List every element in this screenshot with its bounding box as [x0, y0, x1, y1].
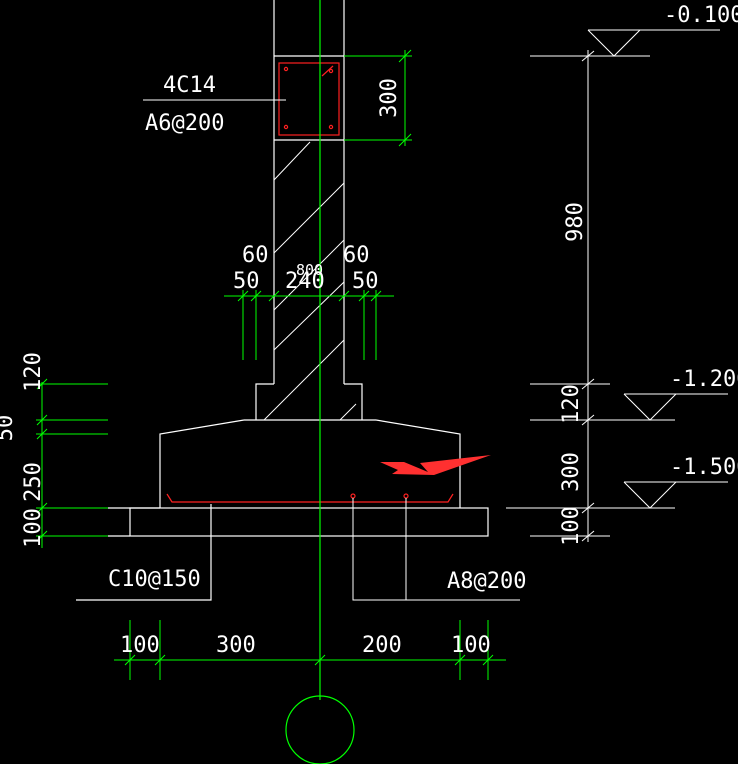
dim-offset-left-top: 60 [242, 243, 269, 268]
dim-left-cushion: 100 [21, 508, 46, 548]
axis-line [285, 0, 355, 764]
dim-left-step: 120 [21, 352, 46, 392]
footing-bottom-rebar [166, 493, 454, 503]
dim-offset-left-bottom: 50 [233, 269, 260, 294]
dim-step-right: 120 [559, 384, 584, 424]
dim-wall-thickness: 240 [285, 269, 325, 294]
dim-bottom-left-100: 100 [120, 633, 160, 658]
beam-section-rebar [278, 62, 340, 136]
structure-outline [76, 0, 489, 601]
dimension-lines [36, 49, 506, 680]
dim-left-gap: 50 [0, 415, 18, 442]
dim-overlap-text: 800 [296, 261, 323, 279]
elevation-top-label: -0.100 [664, 3, 738, 28]
footing-bottom-rebar-label: C10@150 [108, 567, 201, 592]
beam-stirrup-label: A6@200 [145, 111, 224, 136]
dim-bottom-300: 300 [216, 633, 256, 658]
elevation-chain [506, 29, 728, 542]
elevation-bottom-label: -1.500 [670, 455, 738, 480]
dim-offset-right-bottom: 50 [352, 269, 379, 294]
footing-distribution-rebar-label: A8@200 [447, 569, 526, 594]
elevation-middle-label: -1.200 [670, 367, 738, 392]
dim-bottom-right-100: 100 [451, 633, 491, 658]
beam-main-rebar-label: 4C14 [163, 73, 216, 98]
dim-cushion-right: 100 [559, 506, 584, 546]
dim-left-footing: 250 [21, 462, 46, 502]
dim-bottom-200: 200 [362, 633, 402, 658]
dim-wall-height: 980 [563, 202, 588, 242]
annotation-texts: 4C14 A6@200 C10@150 A8@200 -0.100 -1.200… [0, 3, 738, 658]
dim-footing-right: 300 [559, 452, 584, 492]
red-arrow [380, 455, 491, 475]
dim-beam-height: 300 [377, 78, 402, 118]
dim-offset-right-top: 60 [343, 243, 370, 268]
wall-hatching [263, 141, 357, 421]
leader-lines [143, 99, 520, 601]
